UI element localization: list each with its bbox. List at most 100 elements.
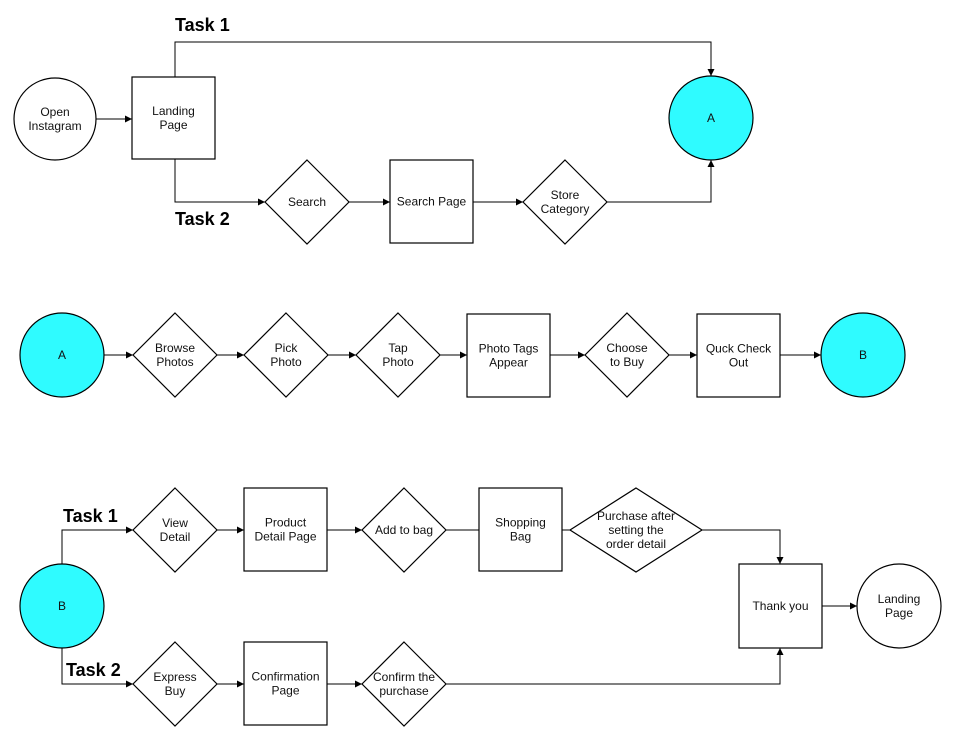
edge-confirm-thankyou bbox=[446, 648, 784, 685]
s3-landing-label-line-2: Page bbox=[885, 606, 913, 620]
s3-landing-circle bbox=[856, 563, 942, 649]
node-s1-a: A bbox=[668, 75, 754, 161]
s3-purchase-label-line-1: Purchase after bbox=[597, 509, 675, 523]
node-s3-b: B bbox=[19, 563, 105, 649]
s1-open-label-line-1: Open bbox=[40, 105, 69, 119]
s2-choose-label-line-2: to Buy bbox=[610, 355, 644, 369]
s1-landing-label-line-1: Landing bbox=[152, 104, 195, 118]
s3-thankyou-rect bbox=[738, 563, 823, 649]
node-s2-a: A bbox=[19, 312, 105, 398]
s1-store-label-line-2: Category bbox=[541, 202, 590, 216]
s2-checkout-label-line-1: Quck Check bbox=[706, 342, 772, 356]
edge-purchase-thankyou bbox=[702, 529, 784, 564]
s3-task2-label: Task 2 bbox=[66, 660, 121, 680]
s3-shopbag-rect bbox=[478, 487, 563, 572]
node-s1-searchpage: Search Page bbox=[389, 159, 474, 244]
s1-task2-label: Task 2 bbox=[175, 209, 230, 229]
edge-b-view bbox=[61, 526, 133, 564]
s3-b-label-line-1: B bbox=[58, 599, 66, 613]
s2-checkout-rect bbox=[696, 313, 781, 398]
s3-view-diamond bbox=[132, 487, 218, 573]
s2-pick-label-line-2: Photo bbox=[270, 355, 302, 369]
s3-task1-label: Task 1 bbox=[63, 506, 118, 526]
s3-express-label-line-1: Express bbox=[153, 670, 196, 684]
s1-store-label-line-1: Store bbox=[551, 188, 580, 202]
s2-browse-label-line-1: Browse bbox=[155, 341, 195, 355]
s3-confirmpage-label-line-2: Page bbox=[271, 684, 299, 698]
edge-landing-search bbox=[174, 159, 265, 206]
s1-a-label-line-1: A bbox=[707, 111, 715, 125]
s1-store-diamond bbox=[522, 159, 608, 245]
node-s1-search: Search bbox=[264, 159, 350, 245]
s1-open-label-line-2: Instagram bbox=[28, 119, 81, 133]
s2-tags-label-line-2: Appear bbox=[489, 356, 528, 370]
s2-a-circle bbox=[19, 312, 105, 398]
edges bbox=[61, 41, 857, 688]
s2-tap-diamond bbox=[355, 312, 441, 398]
s2-tap-label-line-2: Photo bbox=[382, 355, 414, 369]
s3-view-label-line-1: View bbox=[162, 516, 188, 530]
s3-shopbag-label-line-1: Shopping bbox=[495, 516, 546, 530]
s1-open-circle bbox=[13, 77, 97, 161]
s3-b-circle bbox=[19, 563, 105, 649]
s2-pick-label-line-1: Pick bbox=[275, 341, 299, 355]
s2-choose-label-line-1: Choose bbox=[606, 341, 648, 355]
s2-tap-label-line-1: Tap bbox=[388, 341, 408, 355]
s3-express-diamond bbox=[132, 641, 218, 727]
s2-choose-diamond bbox=[584, 312, 670, 398]
s3-purchase-label-line-2: setting the bbox=[608, 523, 664, 537]
s2-browse-label-line-2: Photos bbox=[156, 355, 193, 369]
s3-product-rect bbox=[243, 487, 328, 572]
s3-landing-label-line-1: Landing bbox=[878, 592, 921, 606]
s2-b-label-line-1: B bbox=[859, 348, 867, 362]
node-s3-thankyou: Thank you bbox=[738, 563, 823, 649]
s3-thankyou-label-line-1: Thank you bbox=[752, 599, 808, 613]
s2-tags-label-line-1: Photo Tags bbox=[479, 342, 539, 356]
s2-checkout-label-line-2: Out bbox=[729, 356, 749, 370]
s3-purchase-diamond bbox=[568, 487, 704, 573]
s3-product-label-line-1: Product bbox=[265, 516, 307, 530]
s1-searchpage-label-line-1: Search Page bbox=[397, 195, 467, 209]
s1-landing-label-line-2: Page bbox=[159, 118, 187, 132]
s1-task1-label: Task 1 bbox=[175, 15, 230, 35]
s2-browse-diamond bbox=[132, 312, 218, 398]
s1-a-circle bbox=[668, 75, 754, 161]
s3-express-label-line-2: Buy bbox=[165, 684, 186, 698]
s2-tags-rect bbox=[466, 313, 551, 398]
s1-searchpage-rect bbox=[389, 159, 474, 244]
s1-search-label-line-1: Search bbox=[288, 195, 326, 209]
s2-pick-diamond bbox=[243, 312, 329, 398]
s2-a-label-line-1: A bbox=[58, 348, 66, 362]
edge-b-express bbox=[61, 648, 133, 688]
s1-search-diamond bbox=[264, 159, 350, 245]
s3-confirm-diamond bbox=[361, 641, 447, 727]
s3-confirm-label-line-2: purchase bbox=[379, 684, 429, 698]
s3-confirm-label-line-1: Confirm the bbox=[373, 670, 435, 684]
s3-addbag-diamond bbox=[361, 487, 447, 573]
s3-shopbag-label-line-2: Bag bbox=[510, 530, 531, 544]
s3-confirmpage-label-line-1: Confirmation bbox=[251, 670, 319, 684]
node-s3-addbag: Add to bag bbox=[361, 487, 447, 573]
edge-store-a bbox=[607, 160, 715, 203]
node-s2-b: B bbox=[820, 312, 906, 398]
s2-b-circle bbox=[820, 312, 906, 398]
